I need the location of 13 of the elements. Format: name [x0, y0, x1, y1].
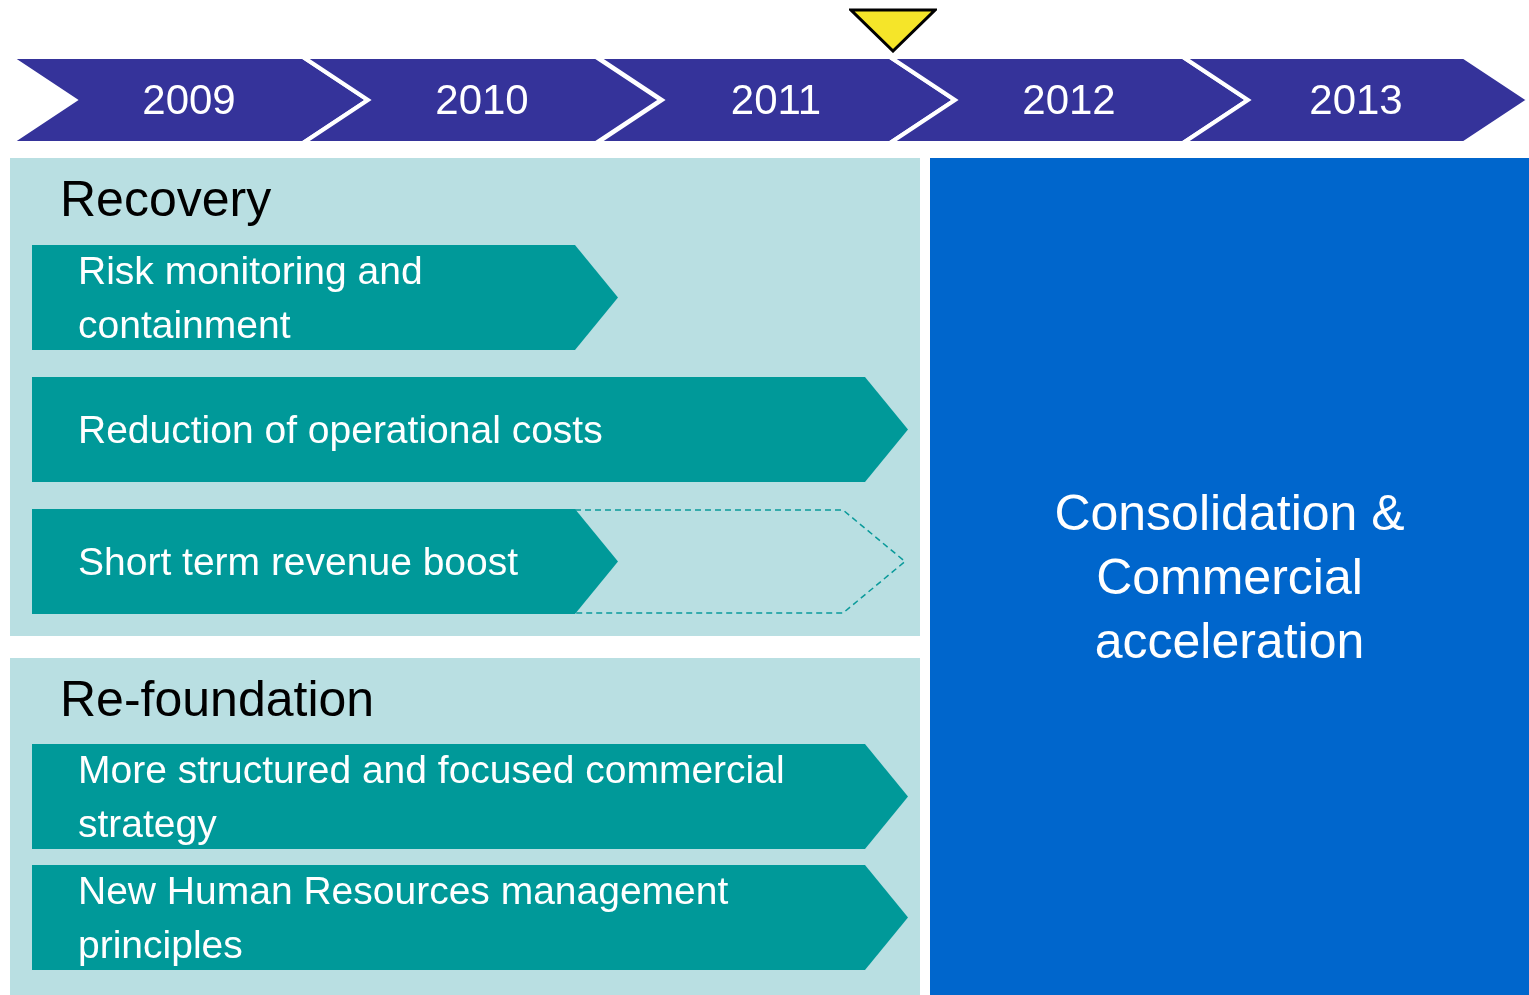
current-position-marker: [849, 8, 937, 53]
arrow-text: Risk monitoring and containment: [78, 247, 424, 348]
phase-panel: [10, 658, 920, 995]
arrow-text: Short term revenue boost: [78, 538, 520, 585]
phase-panel: [10, 158, 920, 636]
arrow-shape: [32, 509, 618, 614]
arrow-text: Reduction of operational costs: [78, 406, 604, 453]
phase-block: Consolidation & Commercial acceleration: [930, 158, 1529, 995]
phase-heading: Re-foundation: [60, 670, 375, 728]
arrow-shape: [32, 245, 618, 350]
arrow-text: More structured and focused commercial strategy: [78, 746, 786, 847]
arrow-text: New Human Resources management principles: [78, 867, 730, 968]
phase-heading: Recovery: [60, 170, 272, 228]
